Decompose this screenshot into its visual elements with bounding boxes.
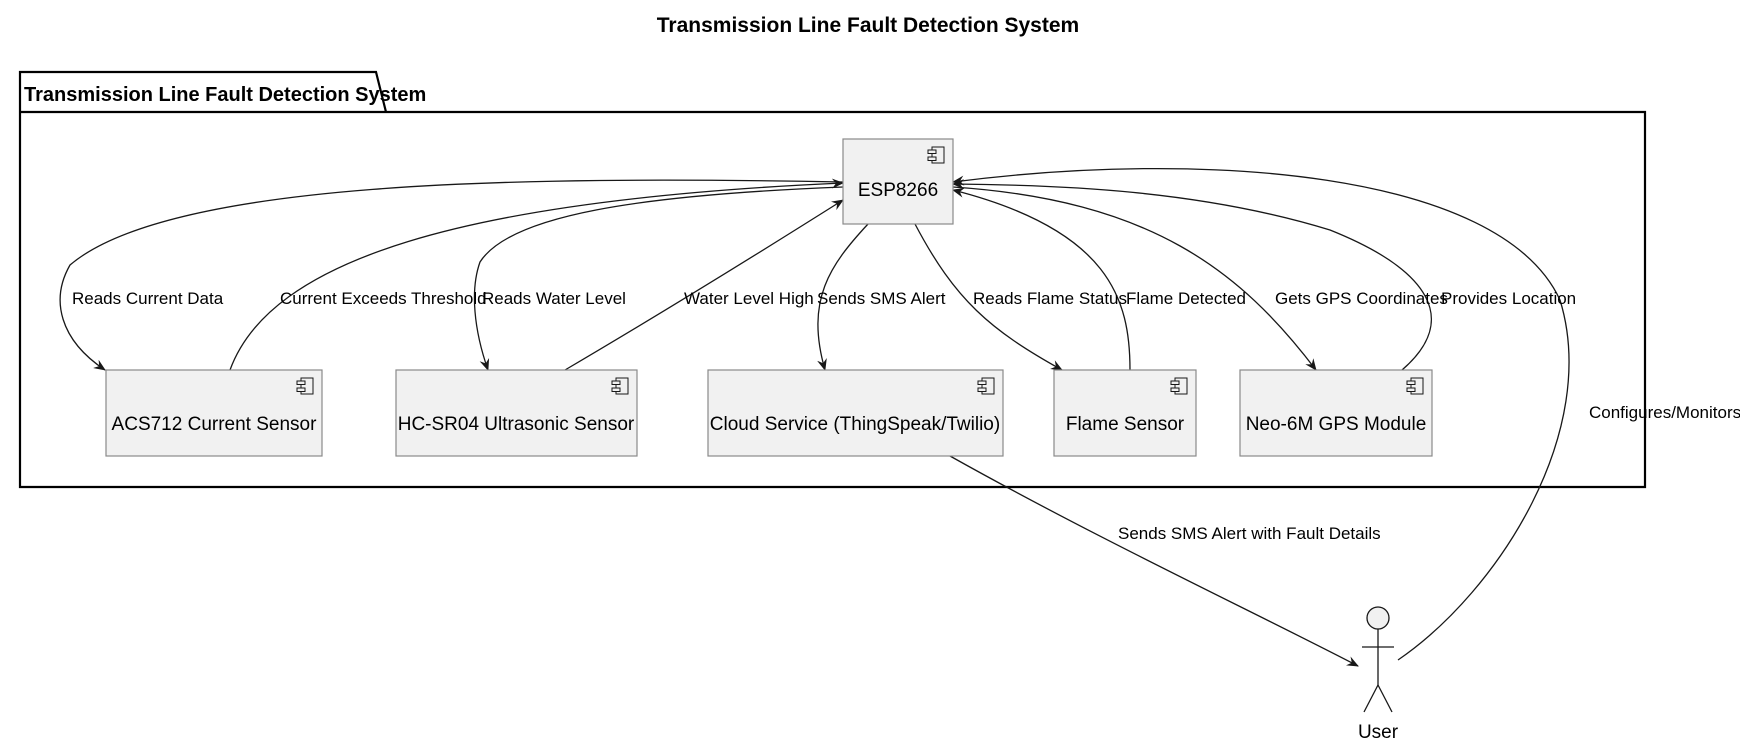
edge-esp-to-hc — [473, 186, 844, 371]
component-icon — [1406, 377, 1424, 395]
component-label: Neo-6M GPS Module — [1246, 414, 1427, 435]
label-current-exceeds: Current Exceeds Threshold — [280, 289, 487, 308]
component-acs712-current-sensor[interactable]: ACS712 Current Sensor — [105, 369, 323, 457]
component-label: Cloud Service (ThingSpeak/Twilio) — [710, 414, 1000, 435]
edge-cloud-to-user — [949, 455, 1359, 667]
component-icon — [296, 377, 314, 395]
component-icon — [1170, 377, 1188, 395]
edge-esp-to-acs — [59, 179, 844, 371]
label-flame-detected: Flame Detected — [1126, 289, 1246, 308]
page-title: Transmission Line Fault Detection System — [657, 14, 1079, 37]
component-label: Flame Sensor — [1066, 414, 1185, 435]
component-flame-sensor[interactable]: Flame Sensor — [1053, 369, 1197, 457]
label-configures-monitors: Configures/Monitors — [1589, 403, 1740, 422]
label-water-high: Water Level High — [684, 289, 814, 308]
package-frame: Transmission Line Fault Detection System — [18, 70, 1647, 489]
edge-esp-to-cloud — [817, 223, 869, 371]
component-icon — [927, 146, 945, 164]
package-title: Transmission Line Fault Detection System — [24, 84, 426, 106]
edges — [59, 167, 1570, 667]
edge-flame-to-esp — [952, 187, 1131, 371]
actor-label: User — [1358, 722, 1399, 743]
component-icon — [611, 377, 629, 395]
edge-labels: Reads Current Data Current Exceeds Thres… — [72, 289, 1740, 543]
label-sms-fault-details: Sends SMS Alert with Fault Details — [1118, 524, 1381, 543]
label-sends-sms: Sends SMS Alert — [817, 289, 946, 308]
label-gets-gps: Gets GPS Coordinates — [1275, 289, 1448, 308]
component-label: HC-SR04 Ultrasonic Sensor — [398, 414, 635, 435]
edge-acs-to-esp — [229, 178, 844, 371]
edge-gps-to-esp — [952, 179, 1432, 371]
component-cloud-service[interactable]: Cloud Service (ThingSpeak/Twilio) — [707, 369, 1004, 457]
label-reads-water: Reads Water Level — [482, 289, 626, 308]
actor-user[interactable]: User — [1358, 606, 1399, 743]
component-label: ACS712 Current Sensor — [112, 414, 318, 435]
label-reads-flame: Reads Flame Status — [973, 289, 1127, 308]
edge-esp-to-gps — [952, 186, 1317, 371]
edge-hc-to-esp — [564, 199, 844, 371]
component-hc-sr04-ultrasonic-sensor[interactable]: HC-SR04 Ultrasonic Sensor — [395, 369, 638, 457]
edge-user-to-esp — [952, 167, 1570, 661]
actor-stick-figure-icon — [1362, 606, 1394, 713]
label-provides-location: Provides Location — [1441, 289, 1576, 308]
component-label: ESP8266 — [858, 180, 938, 201]
label-reads-current: Reads Current Data — [72, 289, 224, 308]
edge-esp-to-flame — [914, 223, 1063, 371]
component-esp8266[interactable]: ESP8266 — [842, 138, 954, 225]
component-icon — [977, 377, 995, 395]
component-neo-6m-gps-module[interactable]: Neo-6M GPS Module — [1239, 369, 1433, 457]
